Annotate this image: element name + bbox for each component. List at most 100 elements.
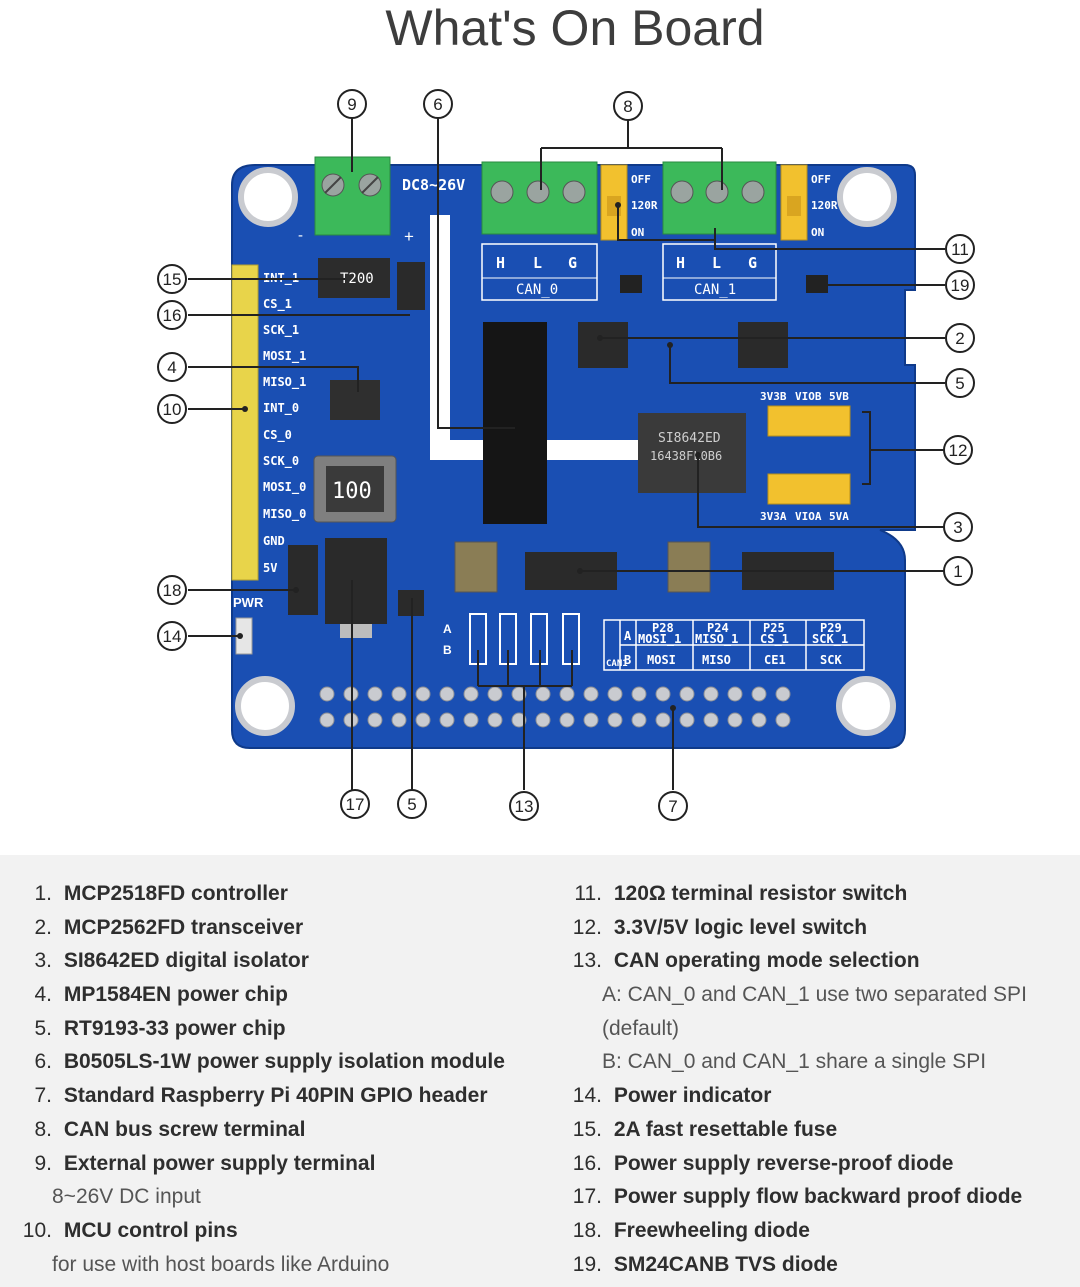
gpio-header — [319, 686, 791, 728]
legend-item-number: 15. — [572, 1117, 602, 1141]
gpio-hole — [607, 712, 623, 728]
level-bottom-5v: 5VA — [829, 510, 849, 523]
header-pin-sck0: SCK_0 — [263, 454, 299, 469]
callout-number: 17 — [346, 795, 365, 814]
gpio-hole — [487, 712, 503, 728]
freewheeling-diode — [288, 545, 318, 615]
header-pin-miso1: MISO_1 — [263, 375, 306, 390]
gpio-hole — [463, 712, 479, 728]
pin-table-a-3: SCK_1 — [812, 632, 848, 647]
level-jumper-b — [767, 405, 851, 437]
fuse-label: T200 — [340, 271, 374, 287]
callout-12: 12 — [943, 435, 973, 465]
gpio-hole — [727, 686, 743, 702]
legend-item-number: 8. — [34, 1117, 52, 1141]
callout-number: 12 — [949, 441, 968, 460]
callout-17: 17 — [340, 789, 370, 819]
pin-table-a-1: MISO_1 — [695, 632, 738, 647]
callout-number: 5 — [955, 374, 964, 393]
callout-circle — [945, 270, 975, 300]
can1-pin-g: G — [748, 254, 757, 272]
callout-circle — [943, 512, 973, 542]
leader-dots — [237, 202, 818, 711]
callout-circle — [945, 323, 975, 353]
pin-table-a-2: CS_1 — [760, 632, 789, 647]
gpio-hole — [535, 712, 551, 728]
gpio-hole — [583, 712, 599, 728]
gpio-hole — [607, 686, 623, 702]
legend-item-number: 4. — [34, 983, 52, 1007]
gpio-hole — [559, 712, 575, 728]
level-bottom-3v3: 3V3A — [760, 510, 787, 523]
callout-circle — [157, 300, 187, 330]
gpio-hole — [583, 686, 599, 702]
gpio-hole — [511, 712, 527, 728]
gpio-hole — [463, 686, 479, 702]
gpio-hole — [367, 712, 383, 728]
callout-number: 5 — [407, 795, 416, 814]
legend-item-label: Power supply flow backward proof diode — [608, 1185, 1023, 1209]
legend-item-note: A: CAN_0 and CAN_1 use two separated SPI — [602, 983, 1027, 1007]
legend-item-number: 17. — [572, 1185, 602, 1209]
legend-item-label: External power supply terminal — [58, 1151, 376, 1175]
pin-table-b-0: MOSI — [647, 653, 676, 667]
legend-item: 9. External power supply terminal — [16, 1147, 546, 1181]
can1-terminal — [662, 161, 777, 235]
gpio-hole — [319, 686, 335, 702]
digital-isolator: SI8642ED 16438FL0B6 — [638, 413, 746, 493]
crystal-1 — [667, 541, 711, 593]
callout-15: 15 — [157, 264, 187, 294]
callout-number: 19 — [951, 276, 970, 295]
reverse-proof-diode — [397, 262, 425, 310]
gpio-hole — [439, 712, 455, 728]
callout-number: 16 — [163, 306, 182, 325]
legend-item-number: 10. — [22, 1218, 52, 1242]
minus-label: - — [298, 227, 303, 244]
legend-item-label: CAN bus screw terminal — [58, 1117, 306, 1141]
legend-item: 11. 120Ω terminal resistor switch — [566, 877, 1066, 911]
header-pin-gnd: GND — [263, 534, 285, 548]
legend-item: 18. Freewheeling diode — [566, 1214, 1066, 1248]
pin-table-b-3: SCK — [820, 653, 842, 667]
legend-item-label: B0505LS-1W power supply isolation module — [58, 1050, 505, 1074]
legend-item-label: MCU control pins — [58, 1218, 238, 1242]
callout-6: 6 — [423, 89, 453, 119]
jumper-120r-0 — [600, 164, 628, 241]
leader-lines — [188, 118, 945, 790]
callout-circle — [157, 264, 187, 294]
callout-18: 18 — [157, 575, 187, 605]
callout-7: 7 — [658, 791, 688, 821]
pwr-label: PWR — [233, 595, 264, 610]
gpio-hole — [655, 686, 671, 702]
can1-pin-labels: H L G — [676, 254, 757, 272]
inductor-label: 100 — [332, 479, 372, 504]
gpio-hole — [319, 712, 335, 728]
callout-3: 3 — [943, 512, 973, 542]
callout-5: 5 — [397, 789, 427, 819]
level-top-3v3: 3V3B — [760, 390, 787, 403]
callout-number: 13 — [515, 797, 534, 816]
gpio-hole — [679, 686, 695, 702]
legend-item: 12. 3.3V/5V logic level switch — [566, 911, 1066, 945]
gpio-hole — [535, 686, 551, 702]
legend-item-label: RT9193-33 power chip — [58, 1016, 286, 1040]
legend-item-label: Power indicator — [608, 1084, 772, 1108]
callout-circle — [157, 394, 187, 424]
callout-circle — [613, 91, 643, 121]
callout-number: 1 — [953, 562, 962, 581]
pin-table-a-0: MOSI_1 — [638, 632, 681, 647]
callout-circle — [658, 791, 688, 821]
can0-pin-h: H — [496, 254, 505, 272]
callout-circle — [157, 575, 187, 605]
gpio-hole — [775, 712, 791, 728]
legend-item-number: 19. — [572, 1252, 602, 1276]
legend-item-label: CAN operating mode selection — [608, 949, 920, 973]
legend-item-number: 6. — [34, 1050, 52, 1074]
level-top-vio: VIOB — [795, 390, 822, 403]
page-title: What's On Board — [385, 0, 765, 56]
gpio-hole — [751, 686, 767, 702]
callout-number: 9 — [347, 95, 356, 114]
callout-number: 2 — [955, 329, 964, 348]
